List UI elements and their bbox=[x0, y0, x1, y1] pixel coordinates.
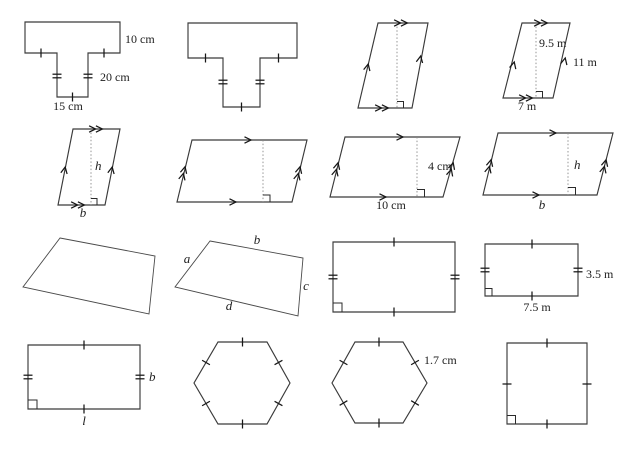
t-shape-labeled: 10 cm 20 cm 15 cm bbox=[24, 21, 155, 113]
square-plain bbox=[501, 337, 593, 430]
base-length-label: 7.5 m bbox=[523, 300, 551, 314]
parallelogram-cm-labeled: 4 cm 10 cm bbox=[329, 133, 461, 212]
parallelogram-outline bbox=[482, 132, 614, 196]
quadrilateral-plain bbox=[22, 237, 156, 315]
tick-mark bbox=[273, 359, 284, 366]
side-c-label: c bbox=[303, 278, 309, 293]
double-arrow-mark bbox=[332, 162, 341, 176]
base-length-label: 10 cm bbox=[376, 198, 406, 212]
tick-mark bbox=[339, 400, 348, 406]
right-angle-mark bbox=[417, 189, 425, 197]
hexagon-plain bbox=[193, 336, 291, 430]
parallelogram-wide-plain bbox=[176, 136, 308, 206]
rectangle-bl-labeled: b l bbox=[22, 339, 156, 428]
rectangle-plain bbox=[327, 236, 461, 318]
parallelogram-outline bbox=[57, 128, 121, 206]
side-length-label: 10 cm bbox=[125, 32, 155, 46]
right-angle-mark bbox=[507, 415, 516, 424]
tick-mark bbox=[201, 400, 211, 407]
side-length-label: 11 m bbox=[573, 55, 598, 69]
double-arrow-mark bbox=[600, 159, 609, 173]
height-label: 9.5 m bbox=[539, 36, 567, 50]
arrow-mark bbox=[415, 54, 425, 64]
height-label: 4 cm bbox=[428, 159, 452, 173]
side-length-label: 1.7 cm bbox=[424, 353, 457, 367]
right-angle-mark bbox=[263, 194, 271, 202]
parallelogram-tall-plain bbox=[357, 20, 429, 111]
quadrilateral-abcd: a b c d bbox=[174, 232, 309, 317]
parallelogram-outline bbox=[329, 136, 461, 198]
rectangle-outline bbox=[332, 241, 456, 313]
base-label: b bbox=[539, 197, 546, 212]
tick-mark bbox=[273, 400, 284, 407]
hexagon-outline bbox=[193, 341, 291, 425]
length-label: l bbox=[82, 413, 86, 428]
side-b-label: b bbox=[254, 232, 261, 247]
double-arrow-mark bbox=[485, 159, 494, 173]
parallelogram-outline bbox=[502, 22, 571, 99]
double-arrow-mark bbox=[294, 166, 303, 180]
right-angle-mark bbox=[485, 288, 493, 296]
quadrilateral-outline bbox=[174, 240, 304, 317]
right-angle-mark bbox=[91, 198, 98, 205]
right-angle-mark bbox=[28, 399, 38, 409]
height-label: h bbox=[95, 158, 102, 173]
quadrilateral-outline bbox=[22, 237, 156, 315]
base-length-label: 15 cm bbox=[53, 99, 83, 113]
parallelogram-hb-wide: h b bbox=[482, 129, 614, 212]
parallelogram-outline bbox=[176, 139, 308, 203]
hexagon-labeled: 1.7 cm bbox=[331, 336, 457, 429]
rectangle-outline bbox=[27, 344, 141, 410]
hexagon-outline bbox=[331, 341, 428, 424]
right-angle-mark bbox=[333, 302, 343, 312]
side-a-label: a bbox=[184, 251, 191, 266]
rectangle-metres-labeled: 3.5 m 7.5 m bbox=[479, 238, 614, 314]
tick-mark bbox=[201, 359, 211, 366]
right-angle-mark bbox=[536, 91, 543, 98]
parallelogram-metres-labeled: 9.5 m 11 m 7 m bbox=[502, 20, 598, 113]
right-angle-mark bbox=[397, 101, 404, 108]
base-length-label: 7 m bbox=[518, 99, 537, 113]
double-arrow-mark bbox=[179, 166, 188, 180]
right-angle-mark bbox=[568, 187, 576, 195]
square-outline bbox=[506, 342, 588, 425]
rectangle-outline bbox=[484, 243, 579, 297]
side-length-label: 3.5 m bbox=[586, 267, 614, 281]
height-label: h bbox=[574, 157, 581, 172]
parallelogram-hb-small: h b bbox=[57, 126, 121, 220]
breadth-label: b bbox=[149, 369, 156, 384]
stem-length-label: 20 cm bbox=[100, 70, 130, 84]
t-shape-outline bbox=[187, 22, 298, 108]
t-shape-plain bbox=[187, 22, 298, 113]
parallelogram-outline bbox=[357, 22, 429, 109]
side-d-label: d bbox=[226, 298, 233, 313]
tick-mark bbox=[410, 400, 420, 406]
base-label: b bbox=[80, 205, 87, 220]
tick-mark bbox=[338, 359, 349, 366]
t-shape-outline bbox=[24, 21, 121, 98]
tick-mark bbox=[410, 359, 420, 366]
